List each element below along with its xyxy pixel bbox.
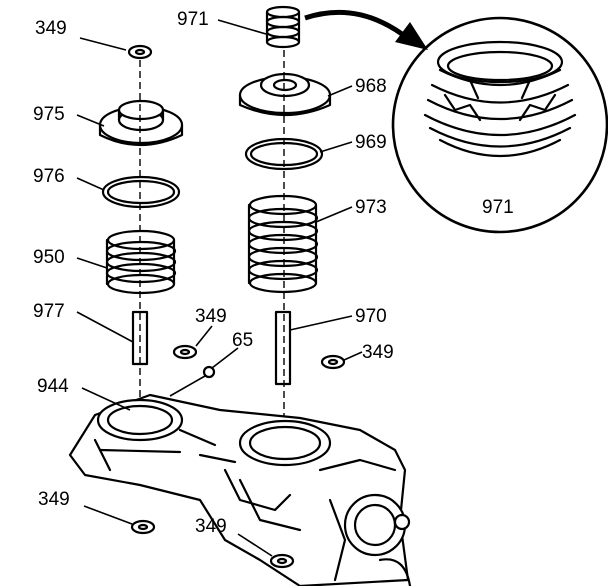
callout-65: 65 xyxy=(232,330,253,351)
washer-349-bottom-left xyxy=(130,519,156,535)
callout-973: 973 xyxy=(355,197,387,218)
spring-950 xyxy=(105,229,177,295)
housing-944 xyxy=(68,393,412,586)
callout-349-bottom-left: 349 xyxy=(38,489,70,510)
seat-975 xyxy=(98,99,184,147)
spring-973 xyxy=(247,194,319,294)
callout-349-mid: 349 xyxy=(195,306,227,327)
washer-349-right xyxy=(320,354,346,370)
callout-971-detail: 971 xyxy=(482,197,514,218)
washer-349-bottom-mid xyxy=(269,553,295,569)
washer-349-top xyxy=(127,44,153,60)
callout-349-top: 349 xyxy=(35,18,67,39)
callout-349-bottom-mid: 349 xyxy=(195,516,227,537)
callout-977: 977 xyxy=(33,301,65,322)
callout-950: 950 xyxy=(33,247,65,268)
retainer-968 xyxy=(238,72,332,117)
spring-971 xyxy=(265,5,301,49)
callout-976: 976 xyxy=(33,166,65,187)
callout-971: 971 xyxy=(177,9,209,30)
callout-969: 969 xyxy=(355,132,387,153)
callout-975: 975 xyxy=(33,104,65,125)
ball-65 xyxy=(202,365,216,379)
detail-view-971 xyxy=(391,16,608,234)
callout-349-right: 349 xyxy=(362,342,394,363)
callout-970: 970 xyxy=(355,306,387,327)
pin-970 xyxy=(274,310,292,386)
detail-arrow xyxy=(304,9,428,50)
callout-968: 968 xyxy=(355,76,387,97)
callout-944: 944 xyxy=(37,376,69,397)
ring-976 xyxy=(101,175,181,209)
washer-349-mid xyxy=(172,344,198,360)
